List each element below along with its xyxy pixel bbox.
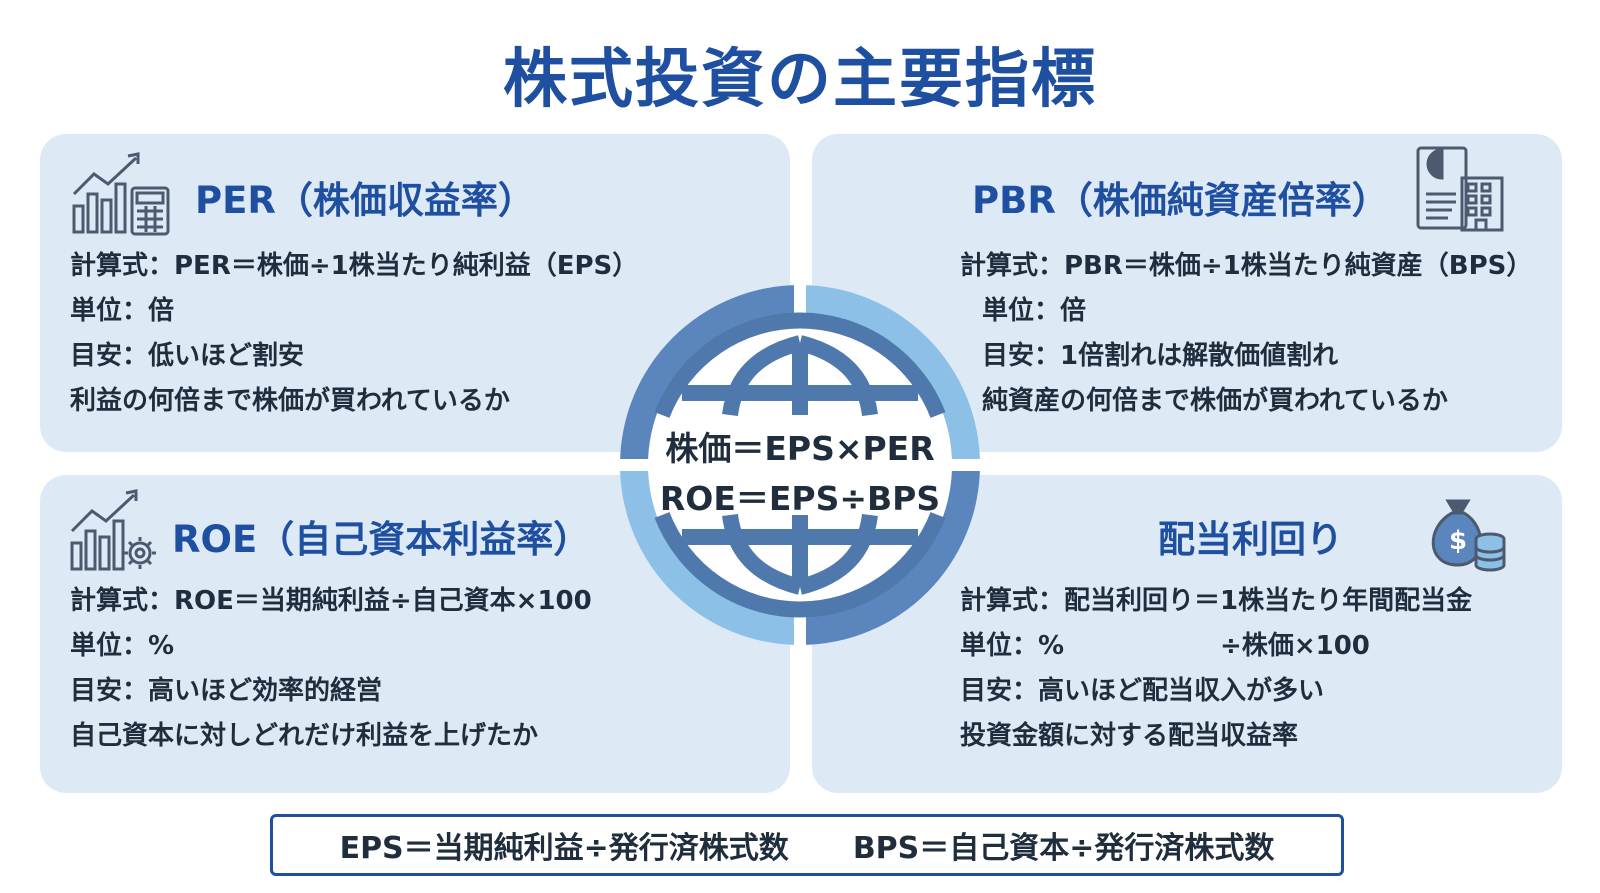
pbr-formula: 計算式：PBR＝株価÷1株当たり純資産（BPS） (960, 251, 1533, 281)
per-unit: 単位：倍 (70, 296, 175, 326)
report-building-icon (1416, 146, 1504, 232)
money-bag-coins-icon: $ (1431, 499, 1506, 572)
center-ring (614, 279, 986, 651)
per-description: 利益の何倍まで株価が買われているか (70, 386, 510, 416)
eps-definition: EPS＝当期純利益÷発行済株式数 (339, 831, 789, 866)
growth-chart-calculator-icon (72, 152, 170, 236)
roe-heading: ROE（自己資本利益率） (172, 518, 591, 561)
per-guide: 目安：低いほど割安 (70, 341, 305, 371)
dividend-heading: 配当利回り (1158, 518, 1343, 561)
dividend-guide: 目安：高いほど配当収入が多い (960, 676, 1325, 706)
card-per: PER（株価収益率） 計算式：PER＝株価÷1株当たり純利益（EPS） 単位：倍… (40, 134, 790, 452)
per-lines: 計算式：PER＝株価÷1株当たり純利益（EPS） 単位：倍 目安：低いほど割安 … (70, 244, 638, 424)
per-heading: PER（株価収益率） (195, 179, 535, 222)
svg-text:$: $ (1449, 526, 1467, 556)
pbr-heading: PBR（株価純資産倍率） (972, 179, 1389, 222)
center-formula-price: 株価＝EPS×PER (665, 429, 935, 468)
dividend-description: 投資金額に対する配当収益率 (960, 721, 1299, 751)
roe-formula: 計算式：ROE＝当期純利益÷自己資本×100 (70, 586, 592, 616)
roe-guide: 目安：高いほど効率的経営 (70, 676, 383, 706)
roe-description: 自己資本に対しどれだけ利益を上げたか (70, 721, 539, 751)
pbr-guide: 目安：1倍割れは解散価値割れ (982, 341, 1339, 371)
pbr-unit: 単位：倍 (982, 296, 1087, 326)
footer-definitions: EPS＝当期純利益÷発行済株式数 BPS＝自己資本÷発行済株式数 (270, 814, 1344, 876)
center-formula-roe: ROE＝EPS÷BPS (659, 479, 941, 518)
page-title: 株式投資の主要指標 (503, 43, 1097, 117)
growth-chart-gear-icon (70, 489, 156, 571)
roe-lines: 計算式：ROE＝当期純利益÷自己資本×100 単位：% 目安：高いほど効率的経営… (70, 579, 592, 759)
per-formula: 計算式：PER＝株価÷1株当たり純利益（EPS） (70, 251, 639, 281)
pbr-lines: 計算式：PBR＝株価÷1株当たり純資産（BPS） 単位：倍 目安：1倍割れは解散… (960, 244, 1532, 424)
dividend-formula: 計算式：配当利回り＝1株当たり年間配当金 (960, 586, 1473, 616)
globe-icon (654, 312, 946, 618)
dividend-lines: 計算式：配当利回り＝1株当たり年間配当金 単位：% ÷株価×100 目安：高いほ… (960, 579, 1472, 759)
pbr-description: 純資産の何倍まで株価が買われているか (982, 386, 1448, 416)
bps-definition: BPS＝自己資本÷発行済株式数 (852, 831, 1275, 866)
dividend-unit: 単位：% ÷株価×100 (960, 631, 1370, 661)
roe-unit: 単位：% (70, 631, 175, 661)
